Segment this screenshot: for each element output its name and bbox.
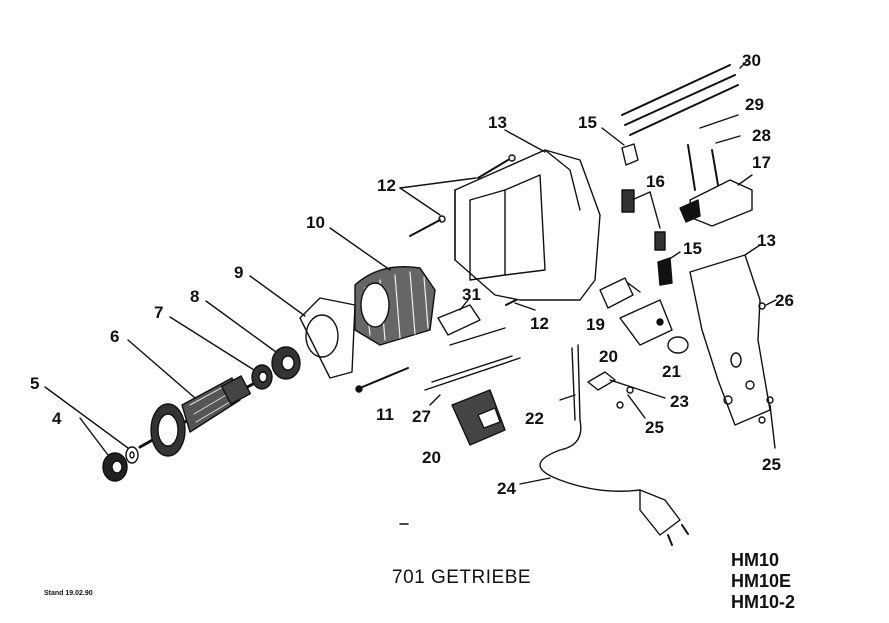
label-part-7: 7 <box>154 303 163 322</box>
label-part-12-top: 12 <box>377 176 396 195</box>
label-part-6: 6 <box>110 327 119 346</box>
part-23-clamp <box>587 371 666 399</box>
part-25-screws <box>616 386 776 449</box>
part-28-29-30-leads <box>621 59 749 191</box>
part-8-bearing <box>205 300 301 380</box>
label-part-16: 16 <box>646 172 665 191</box>
label-part-28: 28 <box>752 126 771 145</box>
part-12-screws <box>399 154 547 311</box>
part-20-switch-plate <box>619 299 673 346</box>
part-17-switch <box>679 174 753 227</box>
label-part-17: 17 <box>752 153 771 172</box>
part-24-power-cable <box>519 344 689 546</box>
model-name: HM10-2 <box>731 592 796 612</box>
part-15-brush-caps <box>601 127 681 286</box>
part-9-fan-baffle <box>249 275 356 379</box>
part-13-motor-housing <box>454 129 601 301</box>
label-part-13-handle: 13 <box>757 231 776 250</box>
label-part-24: 24 <box>497 479 516 498</box>
label-part-27: 27 <box>412 407 431 426</box>
label-part-31: 31 <box>462 285 481 304</box>
label-part-21: 21 <box>662 362 681 381</box>
part-10-stator <box>329 227 436 346</box>
part-16-carbon-brushes <box>621 189 666 251</box>
label-part-10: 10 <box>306 213 325 232</box>
label-part-13-housing: 13 <box>488 113 507 132</box>
part-5-washer <box>44 386 139 464</box>
model-name: HM10E <box>731 571 792 591</box>
model-name: HM10 <box>731 550 780 570</box>
part-21-cap <box>667 336 689 354</box>
label-part-20-clamp: 20 <box>422 448 441 467</box>
label-part-12-bottom: 12 <box>530 314 549 333</box>
label-part-25-left: 25 <box>645 418 664 437</box>
label-part-8: 8 <box>190 287 199 306</box>
label-part-23: 23 <box>670 392 689 411</box>
label-part-26: 26 <box>775 291 794 310</box>
part-26-screw <box>758 299 777 310</box>
label-part-5: 5 <box>30 374 39 393</box>
label-part-9: 9 <box>234 263 243 282</box>
part-7-bearing <box>169 316 273 390</box>
part-11-screw <box>355 367 409 393</box>
part-20-cable-clamp <box>451 389 506 446</box>
label-part-22: 22 <box>525 409 544 428</box>
label-part-4: 4 <box>52 409 62 428</box>
label-part-15-mid: 15 <box>683 239 702 258</box>
diagram-title: 701 GETRIEBE <box>392 567 532 588</box>
revision-date: Stand 19.02.90 <box>44 590 93 597</box>
part-13-handle-half <box>689 244 771 426</box>
label-part-30: 30 <box>742 51 761 70</box>
label-part-25-right: 25 <box>762 455 781 474</box>
part-19-capacitor <box>599 277 641 309</box>
label-part-15-top: 15 <box>578 113 597 132</box>
part-4-nut <box>79 417 128 482</box>
label-part-19: 19 <box>586 315 605 334</box>
part-31-brush-springs <box>437 299 506 346</box>
label-part-11: 11 <box>376 405 394 424</box>
part-27-wires <box>424 355 521 406</box>
model-list: HM10 HM10E HM10-2 <box>731 550 795 613</box>
label-part-20-plate: 20 <box>599 347 618 366</box>
label-part-29: 29 <box>745 95 764 114</box>
part-6-armature <box>127 339 262 457</box>
